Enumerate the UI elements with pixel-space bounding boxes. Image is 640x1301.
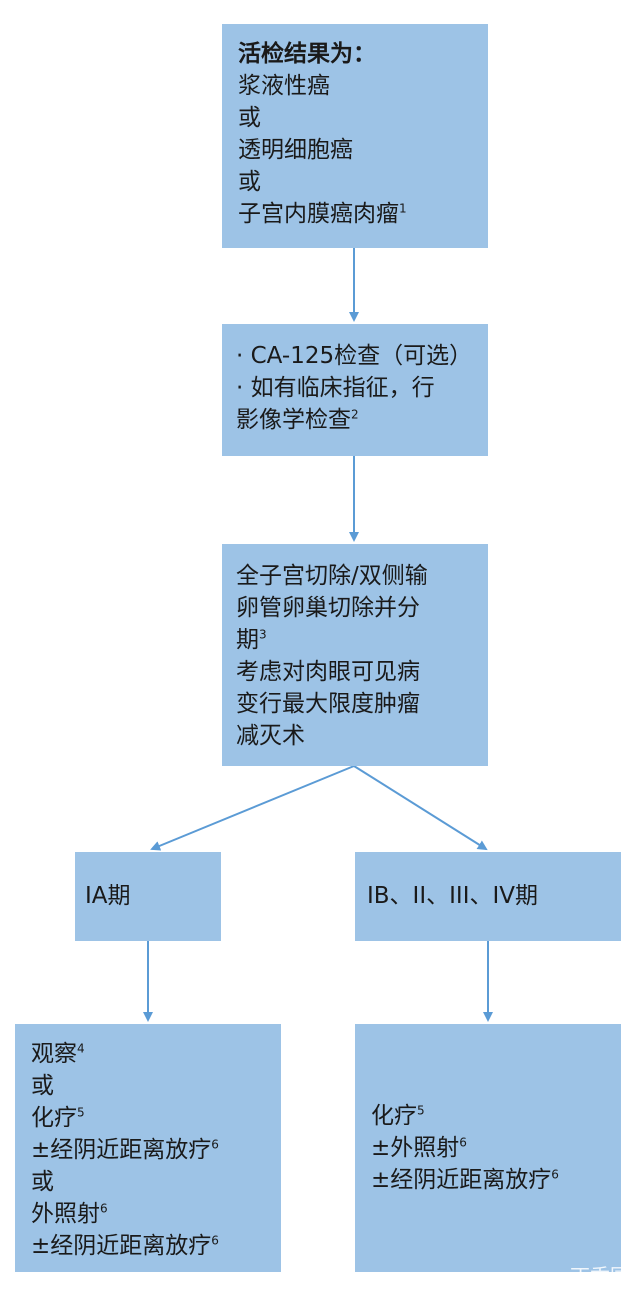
- treatment-ia-line: 或: [31, 1169, 54, 1195]
- treatment-text: 化疗: [31, 1105, 77, 1131]
- surgery-line-text: 期: [236, 627, 259, 653]
- surgery-line-with-footnote: 期3: [236, 624, 488, 656]
- footnote-5: 5: [77, 1105, 85, 1120]
- stage-ia-label: IA期: [85, 883, 131, 909]
- footnote-1: 1: [399, 201, 407, 216]
- treatment-text: ±经阴近距离放疗: [371, 1167, 552, 1193]
- footnote-2: 2: [351, 407, 359, 422]
- biopsy-title: 活检结果为：: [238, 41, 376, 67]
- workup-line: · CA-125检查（可选）: [236, 343, 473, 369]
- watermark-logo: 丁香园: [570, 1264, 630, 1288]
- treatment-text: 外照射: [31, 1201, 100, 1227]
- footnote-4: 4: [77, 1041, 85, 1056]
- workup-line-with-footnote: 影像学检查2: [236, 404, 488, 436]
- surgery-line: 全子宫切除/双侧输: [236, 563, 428, 589]
- footnote-6: 6: [459, 1135, 467, 1150]
- biopsy-line: 浆液性癌: [238, 73, 330, 99]
- surgery-line: 卵管卵巢切除并分: [236, 595, 420, 621]
- treatment-text: ±经阴近距离放疗: [31, 1137, 212, 1163]
- treatment-ia-box: 观察4 或 化疗5 ±经阴近距离放疗6 或 外照射6 ±经阴近距离放疗6: [15, 1024, 281, 1272]
- footnote-3: 3: [259, 627, 267, 642]
- surgery-line: 变行最大限度肿瘤: [236, 691, 420, 717]
- footnote-6: 6: [100, 1201, 108, 1216]
- treatment-ia-line: ±经阴近距离放疗6: [31, 1134, 281, 1166]
- footnote-6: 6: [211, 1233, 219, 1248]
- workup-line: · 如有临床指征，行: [236, 375, 435, 401]
- footnote-6: 6: [551, 1167, 559, 1182]
- footnote-6: 6: [211, 1137, 219, 1152]
- treatment-ib-iv-box: 化疗5 ±外照射6 ±经阴近距离放疗6: [355, 1024, 621, 1272]
- surgery-line: 考虑对肉眼可见病: [236, 659, 420, 685]
- treatment-ib-iv-line: 化疗5: [371, 1100, 621, 1132]
- arrow-surgery-to-ia: [150, 765, 355, 851]
- treatment-ib-iv-line: ±外照射6: [371, 1132, 621, 1164]
- stage-ib-iv-label: IB、II、III、IV期: [367, 883, 538, 909]
- treatment-text: ±经阴近距离放疗: [31, 1233, 212, 1259]
- biopsy-line: 或: [238, 105, 261, 131]
- footnote-5: 5: [417, 1103, 425, 1118]
- treatment-text: 观察: [31, 1041, 77, 1067]
- stage-ib-iv-box: IB、II、III、IV期: [355, 852, 621, 941]
- treatment-ia-line: 或: [31, 1073, 54, 1099]
- treatment-ia-line: 观察4: [31, 1038, 281, 1070]
- workup-box: · CA-125检查（可选） · 如有临床指征，行 影像学检查2: [222, 324, 488, 456]
- workup-line-text: 影像学检查: [236, 407, 351, 433]
- treatment-text: 化疗: [371, 1103, 417, 1129]
- biopsy-line-text: 子宫内膜癌肉瘤: [238, 201, 399, 227]
- arrow-surgery-to-ib-iv: [353, 765, 488, 851]
- stage-ia-box: IA期: [75, 852, 221, 941]
- surgery-box: 全子宫切除/双侧输 卵管卵巢切除并分 期3 考虑对肉眼可见病 变行最大限度肿瘤 …: [222, 544, 488, 766]
- treatment-ia-line: ±经阴近距离放疗6: [31, 1230, 281, 1262]
- surgery-line: 减灭术: [236, 723, 305, 749]
- biopsy-line: 或: [238, 169, 261, 195]
- biopsy-line-with-footnote: 子宫内膜癌肉瘤1: [238, 198, 488, 230]
- treatment-ib-iv-line: ±经阴近距离放疗6: [371, 1164, 621, 1196]
- biopsy-line: 透明细胞癌: [238, 137, 353, 163]
- treatment-text: ±外照射: [371, 1135, 460, 1161]
- treatment-ia-line: 外照射6: [31, 1198, 281, 1230]
- biopsy-result-box: 活检结果为： 浆液性癌 或 透明细胞癌 或 子宫内膜癌肉瘤1: [222, 24, 488, 248]
- treatment-ia-line: 化疗5: [31, 1102, 281, 1134]
